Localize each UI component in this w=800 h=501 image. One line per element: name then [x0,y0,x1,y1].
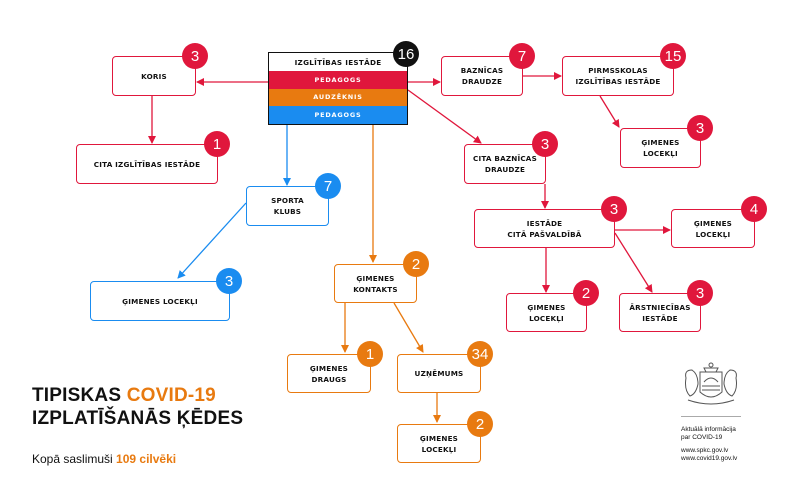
node-label: SPORTA KLUBS [271,196,304,216]
node-count-badge: 3 [532,131,558,157]
node-count-badge: 3 [687,115,713,141]
node-count-badge: 3 [182,43,208,69]
info-url-covid19[interactable]: www.covid19.gov.lv [681,455,738,462]
latvia-coat-of-arms-icon [685,362,737,405]
node-label: ĢIMENES LOCEKĻI [527,302,566,323]
node-count-badge: 1 [204,131,230,157]
node-label: IESTĀDE CITĀ PAŠVALDĪBĀ [507,218,582,239]
node-label: ĢIMENES LOCEKĻI [122,296,198,306]
main-node-count-badge: 16 [393,41,419,67]
edge-pirmsskolas-to-gimenes-loc-pirms [599,95,620,128]
headline-line1-accent: COVID-19 [126,385,216,406]
node-cita-izglitibas: CITA IZGLĪTĪBAS IESTĀDE [76,144,218,184]
node-count-badge: 7 [315,173,341,199]
node-label: UZŅĒMUMS [414,369,464,378]
node-label: ĢIMENES KONTAKTS [353,273,398,294]
edge-main-to-cita-baznicas [407,89,482,144]
node-gimenes-kontakts: ĢIMENES KONTAKTS [334,264,417,303]
node-count-badge: 3 [687,280,713,306]
main-node-izglitibas-iestade: IZGLĪTĪBAS IESTĀDE PEDAGOGS AUDZĒKNIS PE… [268,52,408,125]
node-count-badge: 7 [509,43,535,69]
main-node-title: IZGLĪTĪBAS IESTĀDE [294,57,382,67]
node-label: BAZNĪCAS DRAUDZE [460,66,504,86]
node-count-badge: 1 [357,341,383,367]
info-url-spkc[interactable]: www.spkc.gov.lv [681,447,729,454]
info-line2: par COVID-19 [681,434,723,441]
info-divider [681,416,741,417]
node-label: KORIS [141,71,167,81]
headline: TIPISKAS COVID-19 IZPLATĪŠANĀS ĶĒDES [32,384,243,430]
node-baznicas-draudze: BAZNĪCAS DRAUDZE [441,56,523,96]
node-gimenes-loc-blue: ĢIMENES LOCEKĻI [90,281,230,321]
main-node-row-audzeknis: AUDZĒKNIS [269,88,407,106]
node-label: CITA IZGLĪTĪBAS IESTĀDE [93,159,201,169]
node-count-badge: 15 [660,43,686,69]
node-count-badge: 3 [216,268,242,294]
headline-line2: IZPLATĪŠANĀS ĶĒDES [32,408,244,429]
node-gimenes-loc-4: ĢIMENES LOCEKĻI [671,209,755,248]
node-gimenes-loc-2: ĢIMENES LOCEKĻI [506,293,587,332]
edge-sporta-klubs-to-gimenes-loc-blue [177,202,247,279]
node-count-badge: 3 [601,196,627,222]
node-count-badge: 2 [403,251,429,277]
node-cita-baznicas: CITA BAZNĪCAS DRAUDZE [464,144,546,184]
node-koris: KORIS [112,56,196,96]
node-uznemums: UZŅĒMUMS [397,354,481,393]
total-prefix: Kopā saslimuši [32,452,117,466]
node-iestade-pasvaldiba: IESTĀDE CITĀ PAŠVALDĪBĀ [474,209,615,248]
headline-line1-prefix: TIPISKAS [32,385,127,406]
node-gimenes-loc-pirms: ĢIMENES LOCEKĻI [620,128,701,168]
node-label: ĢIMENES LOCEKĻI [641,138,680,158]
node-label: PIRMSSKOLAS IZGLĪTĪBAS IESTĀDE [575,66,661,86]
node-arstniecibas: ĀRSTNIECĪBAS IESTĀDE [619,293,701,332]
node-sporta-klubs: SPORTA KLUBS [246,186,329,226]
edge-iestade-pasvaldiba-to-arstniecibas [614,232,653,293]
node-label: ĢIMENES LOCEKĻI [419,433,459,454]
node-count-badge: 2 [467,411,493,437]
node-label: ĢIMENES LOCEKĻI [693,218,733,239]
node-gimenes-loc-orange: ĢIMENES LOCEKĻI [397,424,481,463]
node-label: ĀRSTNIECĪBAS IESTĀDE [629,302,691,323]
node-label: ĢIMENES DRAUGS [309,363,349,384]
node-count-badge: 2 [573,280,599,306]
main-node-row-pedagogs-red: PEDAGOGS [269,71,407,89]
edge-gimenes-kontakts-to-uznemums [393,302,424,353]
node-gimenes-draugs: ĢIMENES DRAUGS [287,354,371,393]
node-count-badge: 4 [741,196,767,222]
node-pirmsskolas: PIRMSSKOLAS IZGLĪTĪBAS IESTĀDE [562,56,674,96]
total-cases: Kopā saslimuši 109 cilvēki [32,452,176,466]
info-line1: Aktuālā informācija [681,426,736,433]
main-node-row-pedagogs-blue: PEDAGOGS [269,106,407,124]
node-label: CITA BAZNĪCAS DRAUDZE [473,154,537,174]
node-count-badge: 34 [467,341,493,367]
total-accent: 109 cilvēki [116,452,177,466]
